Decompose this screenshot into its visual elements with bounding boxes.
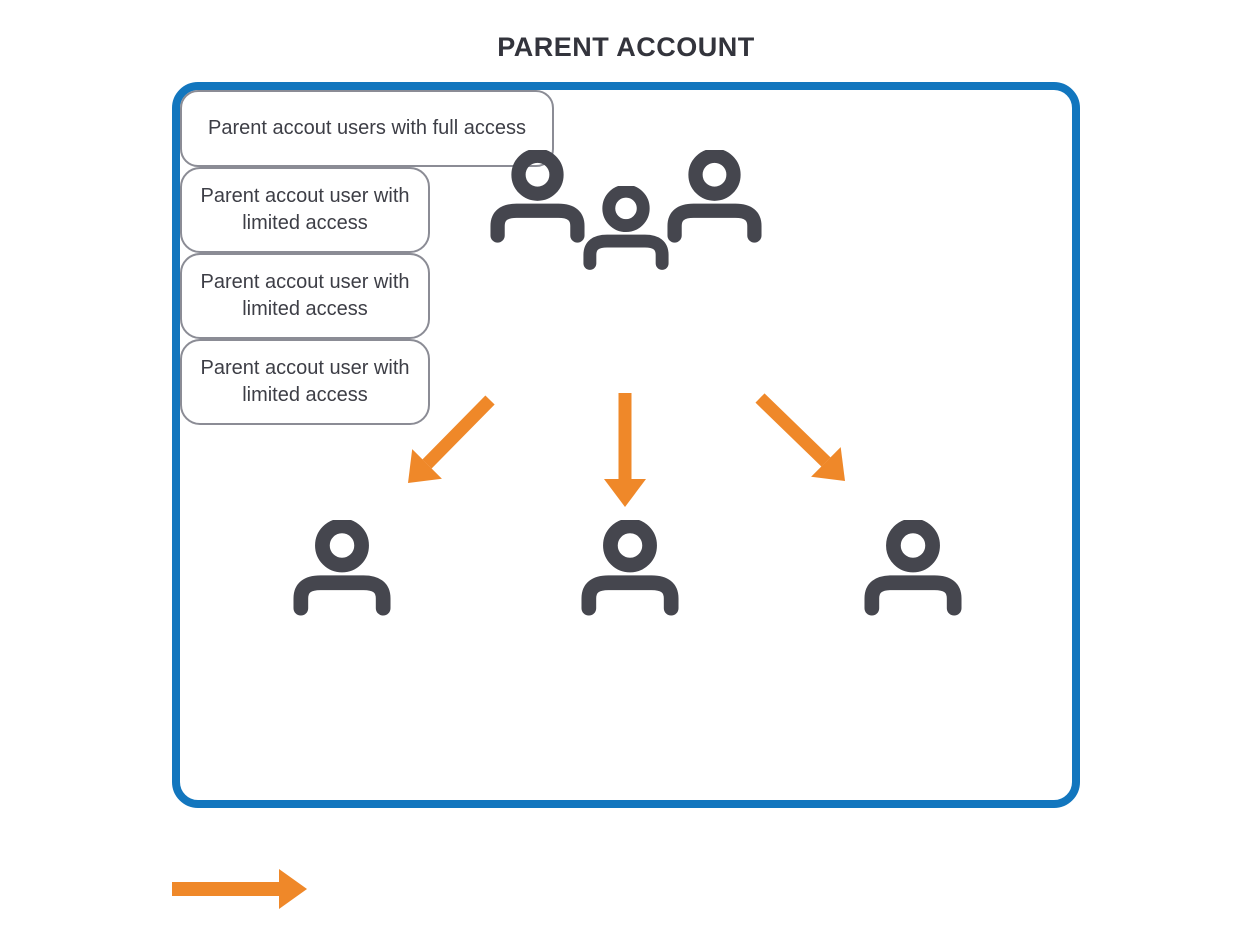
limited-access-node: Parent accout user with limited access	[180, 339, 430, 425]
diagram-title: PARENT ACCOUNT	[497, 32, 755, 62]
full-access-label: Parent accout users with full access	[208, 117, 526, 139]
limited-access-node: Parent accout user with limited access	[180, 253, 430, 339]
manage-access-arrow-center	[604, 393, 646, 507]
limited-access-label: Parent accout user with limited access	[200, 271, 410, 320]
full-access-node: Parent accout users with full access	[180, 90, 554, 167]
limited-access-label: Parent accout user with limited access	[200, 185, 410, 234]
user-icon	[581, 520, 679, 618]
user-icon	[293, 520, 391, 618]
manage-access-arrow-right	[755, 393, 845, 481]
limited-access-label: Parent accout user with limited access	[200, 357, 410, 406]
user-icon	[864, 520, 962, 618]
users-group-icon	[490, 150, 762, 278]
legend: Manage access on the parent account	[0, 860, 1252, 920]
parent-account-container: Parent accout users with full access Par…	[172, 82, 1080, 808]
right-arrow-icon	[172, 869, 307, 909]
manage-access-arrow-left	[408, 395, 495, 483]
limited-access-node: Parent accout user with limited access	[180, 167, 430, 253]
